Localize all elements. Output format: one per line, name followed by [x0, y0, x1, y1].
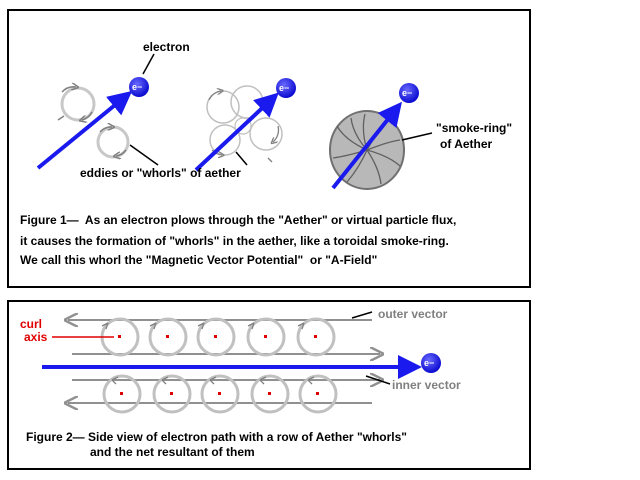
eddies-pointer-line	[129, 144, 159, 166]
electron-symbol-fig2: e−	[424, 358, 435, 368]
label-smoke-ring-line2: of Aether	[440, 137, 493, 151]
curl-axis-dots-top	[118, 335, 317, 338]
figure-2-caption-line1: Figure 2— Side view of electron path wit…	[26, 430, 407, 444]
label-inner-vector: inner vector	[392, 378, 461, 392]
electron-path-arrow-1	[36, 90, 133, 170]
label-eddies: eddies or "whorls" of aether	[80, 166, 241, 180]
figure-2-panel	[7, 300, 531, 470]
electron-symbol-3: e−	[402, 88, 413, 98]
label-outer-vector: outer vector	[378, 307, 448, 321]
label-axis: axis	[24, 330, 48, 344]
smoke-ring-pointer-line	[401, 132, 433, 141]
figure-2-caption-line2: and the net resultant of them	[90, 445, 255, 459]
electron-icon-2	[276, 78, 296, 98]
figure-1-panel	[7, 9, 531, 288]
figure-1-caption-line3: We call this whorl the "Magnetic Vector …	[20, 253, 378, 267]
figure-1-caption-line1: Figure 1— As an electron plows through t…	[20, 213, 457, 227]
whorl-group-middle	[206, 85, 283, 163]
label-curl: curl	[20, 317, 43, 331]
whorl-row-bottom	[102, 374, 338, 414]
electron-pointer-line	[142, 53, 155, 75]
curl-axis-dots-bottom	[120, 392, 319, 395]
electron-symbol-1: e−	[132, 82, 143, 92]
electron-path-arrow-3	[331, 101, 402, 190]
electron-icon-3	[399, 83, 419, 103]
electron-icon-fig2	[421, 353, 441, 373]
electron-path-arrow-2	[194, 92, 279, 172]
label-smoke-ring-line1: "smoke-ring"	[436, 121, 513, 135]
electron-symbol-2: e−	[279, 83, 290, 93]
figure-1-caption-line2: it causes the formation of "whorls" in t…	[20, 234, 449, 248]
whorl-row-top	[100, 317, 336, 357]
label-electron: electron	[143, 40, 190, 54]
eddy-group-left	[57, 87, 130, 157]
electron-icon-1	[129, 77, 149, 97]
